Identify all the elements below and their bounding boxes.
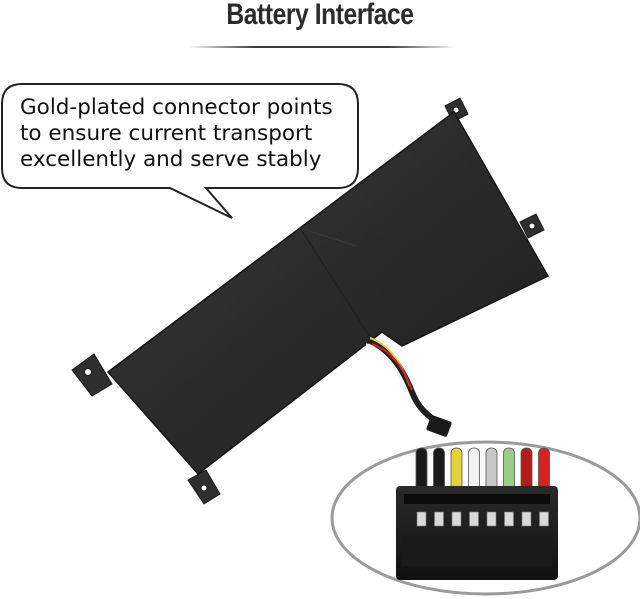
zoom-pin xyxy=(451,511,462,527)
zoom-pin xyxy=(469,511,479,527)
zoom-pin xyxy=(486,511,497,527)
battery-cable xyxy=(365,337,442,427)
zoom-pin xyxy=(434,511,444,527)
zoom-wire xyxy=(520,447,533,493)
callout-line: to ensure current transport xyxy=(20,121,313,146)
zoom-wire xyxy=(450,447,463,493)
zoom-wire xyxy=(433,447,445,493)
zoom-wires xyxy=(415,447,550,493)
mounting-tab-bottom xyxy=(187,469,221,505)
zoom-wire xyxy=(415,447,428,493)
zoom-wire xyxy=(538,447,550,493)
zoom-pin xyxy=(504,511,514,527)
zoom-pin xyxy=(416,511,427,527)
callout-text: Gold-plated connector points to ensure c… xyxy=(20,95,360,173)
callout-line: Gold-plated connector points xyxy=(20,95,333,120)
callout-line: excellently and serve stably xyxy=(20,147,322,172)
title-underline xyxy=(188,46,456,48)
mounting-tab-left xyxy=(71,353,113,397)
zoom-wire xyxy=(485,447,498,493)
zoom-wire xyxy=(503,447,515,493)
zoom-wire xyxy=(468,447,480,493)
zoom-connector-pins xyxy=(416,511,549,527)
zoom-pin xyxy=(521,511,532,527)
speech-bubble xyxy=(1,83,359,219)
zoom-pin xyxy=(539,511,549,527)
page-title: Battery Interface xyxy=(226,0,414,31)
battery-body xyxy=(106,110,550,476)
cable-connector xyxy=(426,415,452,437)
mounting-tab-right xyxy=(519,213,545,239)
